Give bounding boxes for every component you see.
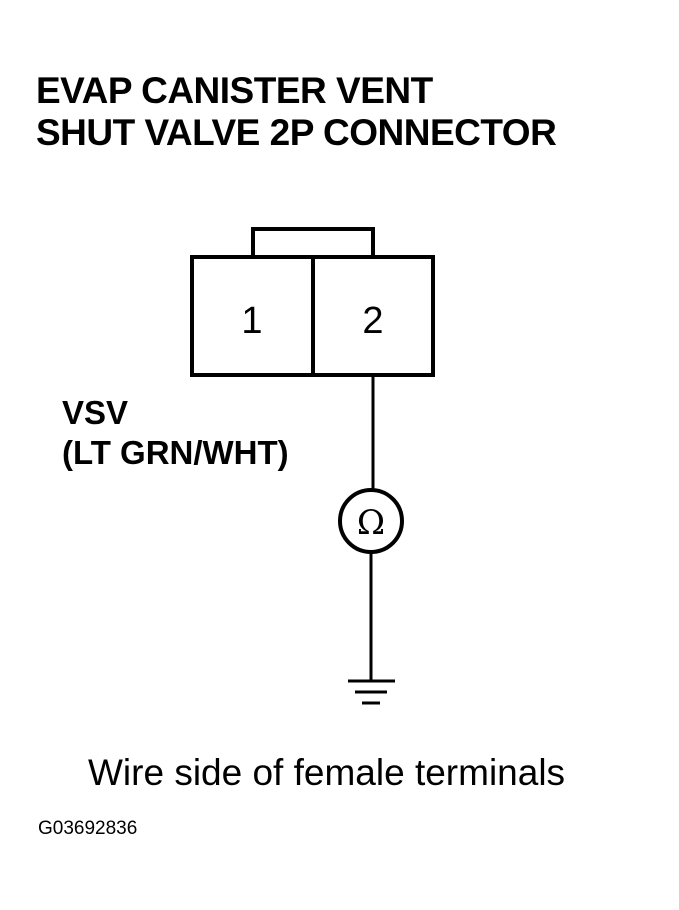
diagram-title: EVAP CANISTER VENT SHUT VALVE 2P CONNECT… xyxy=(36,70,557,154)
figure-id: G03692836 xyxy=(38,818,138,839)
title-line-2: SHUT VALVE 2P CONNECTOR xyxy=(36,112,557,153)
wire-signal-name: VSV xyxy=(62,394,129,431)
ohmmeter-icon: Ω xyxy=(338,488,404,554)
connector-lock-tab xyxy=(251,227,375,259)
wire-label: VSV (LT GRN/WHT) xyxy=(62,393,289,473)
ground-icon xyxy=(348,679,395,705)
wire-color: (LT GRN/WHT) xyxy=(62,434,289,471)
ohm-symbol: Ω xyxy=(357,503,385,543)
pin-2-label: 2 xyxy=(362,300,383,342)
view-caption: Wire side of female terminals xyxy=(88,752,566,793)
pin-1-label: 1 xyxy=(241,300,262,342)
title-line-1: EVAP CANISTER VENT xyxy=(36,70,433,111)
